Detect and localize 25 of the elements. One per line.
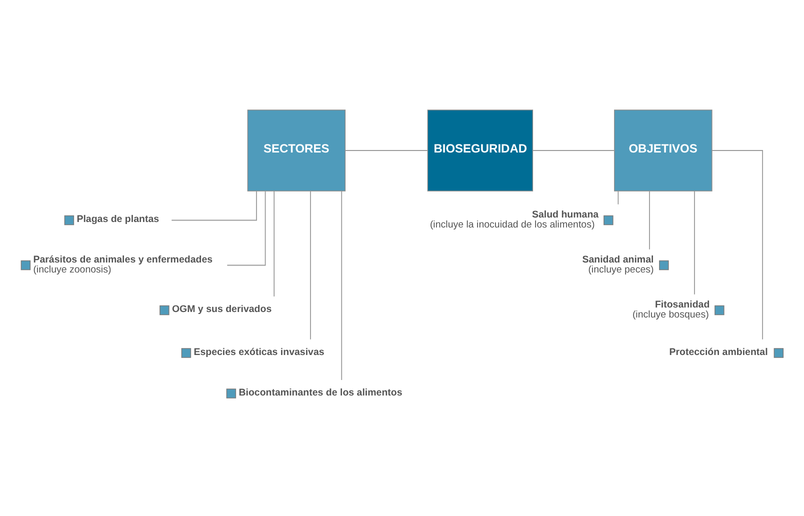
node-label: Parásitos de animales y enfermedades — [33, 254, 213, 266]
node-label: Salud humana — [532, 209, 599, 220]
node-box: OBJETIVOS — [614, 109, 712, 191]
connector — [649, 190, 650, 250]
node-label: Sanidad animal — [582, 254, 654, 266]
node-label: (incluye bosques) — [632, 308, 709, 320]
connector — [694, 190, 695, 294]
node-box: BIOSEGURIDAD — [427, 109, 534, 191]
node-label: Especies exóticas invasivas — [194, 346, 324, 358]
node-label: OGM y sus derivados — [172, 304, 272, 315]
connector — [618, 190, 619, 204]
node-label: (incluye peces) — [588, 264, 654, 275]
node-label: Plagas de plantas — [76, 214, 160, 225]
node-label: Protección ambiental — [669, 346, 768, 358]
connector — [226, 190, 266, 266]
connector — [171, 190, 257, 220]
node-label: (incluye zoonosis) — [33, 264, 112, 275]
connector — [274, 190, 275, 296]
connector — [310, 190, 311, 340]
node-box: SECTORES — [247, 109, 346, 191]
node-label: Fitosanidad — [654, 299, 710, 310]
connector — [341, 190, 342, 380]
node-label: Biocontaminantes de los alimentos — [238, 386, 402, 398]
connector — [712, 150, 764, 340]
node-label: (incluye la inocuidad de los alimentos) — [430, 218, 595, 230]
